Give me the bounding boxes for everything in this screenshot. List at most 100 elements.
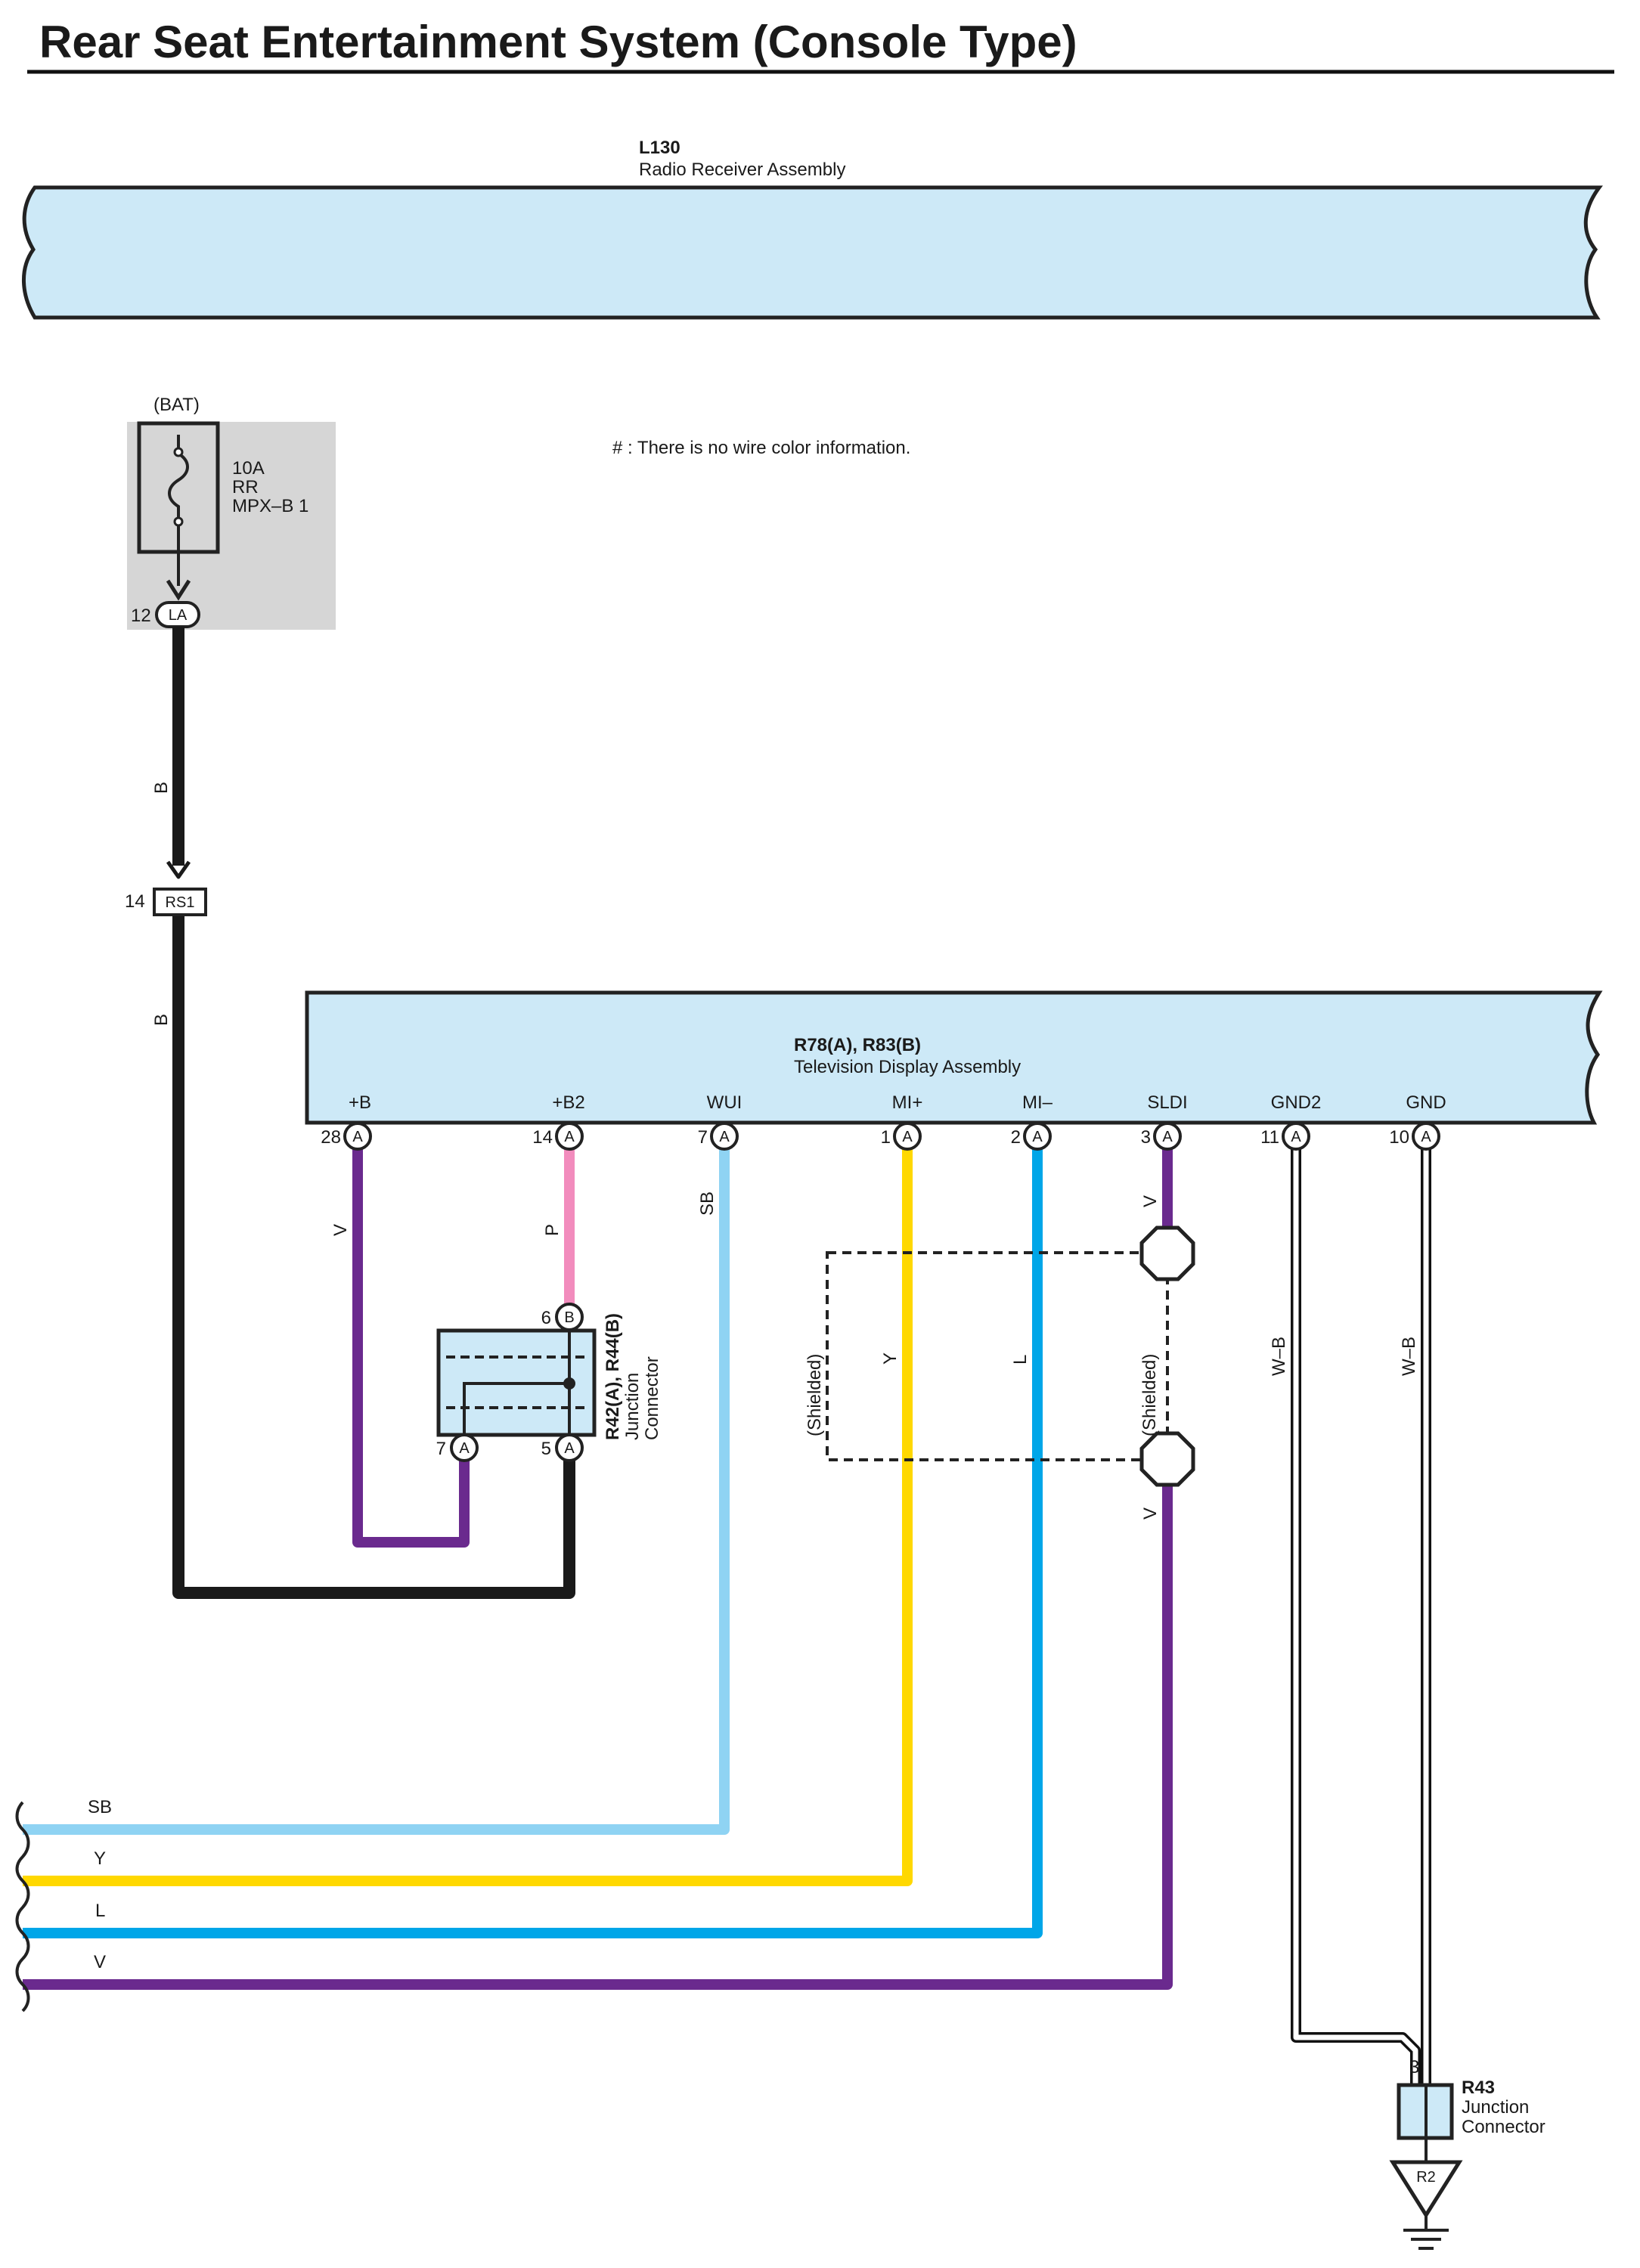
junction-r43-line3: Connector	[1462, 2117, 1545, 2137]
tv-pin-num-plusb2: 14	[532, 1127, 553, 1148]
junction-r42-pin-left-num: 7	[436, 1439, 446, 1459]
tv-pin-num-miplus: 1	[881, 1127, 891, 1148]
junction-r42-pin-top	[555, 1303, 584, 1331]
wire-label-sb: SB	[697, 1191, 718, 1216]
connector-rs1-pin: 14	[125, 891, 145, 912]
wire-label-b2: B	[151, 1014, 172, 1026]
wire-v-plusb	[352, 1149, 470, 1548]
fuse-arrow-icon	[166, 579, 191, 601]
wire-label-v-top: V	[1140, 1195, 1161, 1207]
tv-pin-conn-plusb2: A	[564, 1129, 575, 1145]
junction-r42-pin-left-conn: A	[459, 1440, 470, 1457]
tv-display-box	[305, 990, 1603, 1125]
shield-octagon-top	[1139, 1225, 1195, 1281]
junction-r42-pin-right-num: 5	[541, 1439, 551, 1459]
connector-la-label: LA	[169, 607, 188, 624]
wire-wb-gnd2	[1293, 1149, 1418, 2087]
tv-pin-num-wui: 7	[698, 1127, 708, 1148]
note-text: # : There is no wire color information.	[612, 438, 910, 458]
tv-pin-circle-miminus	[1023, 1122, 1052, 1151]
ground-icon	[1403, 2215, 1449, 2250]
tv-pin-conn-gnd: A	[1421, 1129, 1431, 1145]
junction-r43-code: R43	[1462, 2077, 1495, 2098]
wires	[23, 627, 1431, 2087]
junction-r42-pin-top-num: 6	[541, 1308, 551, 1328]
wire-label-l: L	[1010, 1355, 1031, 1365]
wire-label-wb2: W–B	[1399, 1337, 1419, 1376]
tv-pin-conn-miminus: A	[1032, 1129, 1043, 1145]
tv-pin-circle-miplus	[893, 1122, 922, 1151]
tv-pin-num-gnd: 10	[1389, 1127, 1409, 1148]
tv-pin-group: +B +B2 WUI MI+ MI– SLDI GND2 GND A A A A…	[321, 1092, 1446, 1151]
shield-octagon-bottom	[1139, 1431, 1195, 1487]
fuse-rating: 10A	[232, 458, 265, 479]
wire-label-p: P	[542, 1224, 563, 1236]
fuse-terminal-bottom	[173, 516, 184, 527]
wire-break-marks	[15, 1801, 30, 2012]
tv-pin-name-sldi: SLDI	[1147, 1092, 1187, 1113]
fuse-source: (BAT)	[153, 395, 200, 415]
radio-code: L130	[639, 138, 680, 158]
fuse-icon	[168, 435, 189, 522]
tv-pin-num-sldi: 3	[1141, 1127, 1151, 1148]
tv-pin-conn-plusb: A	[352, 1129, 363, 1145]
tv-pin-num-gnd2: 11	[1260, 1127, 1279, 1148]
wire-label-v-bottom: V	[1140, 1507, 1161, 1520]
shielded-label-right: (Shielded)	[1139, 1354, 1160, 1436]
tv-pin-circle-plusb	[343, 1122, 372, 1151]
tv-pin-circle-sldi	[1153, 1122, 1182, 1151]
tv-name: Television Display Assembly	[794, 1057, 1021, 1077]
tv-pin-name-miminus: MI–	[1022, 1092, 1053, 1113]
junction-r43-pin: 3	[1409, 2057, 1419, 2077]
wire-label-y: Y	[880, 1352, 901, 1365]
wire-label-wb1: W–B	[1269, 1337, 1289, 1376]
ground-triangle-icon	[1389, 2160, 1463, 2219]
tv-pin-conn-wui: A	[719, 1129, 730, 1145]
tv-pin-name-wui: WUI	[707, 1092, 742, 1113]
tv-pin-conn-miplus: A	[902, 1129, 913, 1145]
wire-l	[23, 1149, 1043, 1938]
tv-pin-num-miminus: 2	[1011, 1127, 1021, 1148]
fuse-terminal-top	[173, 447, 184, 457]
junction-r42-node	[563, 1377, 575, 1390]
connector-rs1-label: RS1	[166, 894, 195, 911]
tv-pin-name-plusb2: +B2	[552, 1092, 584, 1113]
radio-receiver-box	[21, 185, 1603, 320]
tv-pin-circle-plusb2	[555, 1122, 584, 1151]
junction-r42-pin-right	[555, 1433, 584, 1462]
connector-rs1	[153, 888, 207, 916]
diagram-title: Rear Seat Entertainment System (Console …	[39, 17, 1077, 67]
bottom-line-label-sb: SB	[88, 1797, 112, 1817]
bottom-line-label-y: Y	[94, 1848, 106, 1869]
fuse-line2: RR	[232, 477, 259, 497]
rs1-arrow-icon	[166, 860, 191, 879]
wire-v-sldi-bottom	[23, 1480, 1173, 1990]
junction-r42-pin-left	[450, 1433, 479, 1462]
tv-pin-conn-gnd2: A	[1291, 1129, 1301, 1145]
junction-r43-line2: Junction	[1462, 2097, 1529, 2118]
shielded-label-left: (Shielded)	[804, 1354, 825, 1436]
wire-label-b1: B	[151, 782, 172, 794]
tv-pin-name-plusb: +B	[349, 1092, 371, 1113]
wire-b-lower	[172, 915, 575, 1599]
tv-pin-circle-wui	[710, 1122, 739, 1151]
wire-label-v1: V	[330, 1224, 351, 1236]
ground-point-label: R2	[1416, 2169, 1436, 2186]
fuse-box-background	[127, 422, 336, 630]
tv-pin-circle-gnd2	[1282, 1122, 1310, 1151]
wire-sb	[23, 1149, 730, 1835]
connector-la-pin: 12	[131, 606, 151, 626]
tv-pin-circle-gnd	[1412, 1122, 1440, 1151]
tv-pin-num-plusb: 28	[321, 1127, 341, 1148]
wire-y	[23, 1149, 913, 1886]
tv-pin-name-miplus: MI+	[892, 1092, 923, 1113]
junction-r42-pin-right-conn: A	[564, 1440, 575, 1457]
wire-wb-gnd2-outline	[1291, 1149, 1421, 2087]
junction-r42-line3: Connector	[642, 1356, 662, 1440]
bottom-line-label-l: L	[95, 1901, 105, 1921]
tv-pin-name-gnd2: GND2	[1271, 1092, 1322, 1113]
junction-r42-pin-top-conn: B	[564, 1309, 574, 1326]
tv-code: R78(A), R83(B)	[794, 1035, 921, 1055]
fuse-line3: MPX–B 1	[232, 496, 308, 516]
